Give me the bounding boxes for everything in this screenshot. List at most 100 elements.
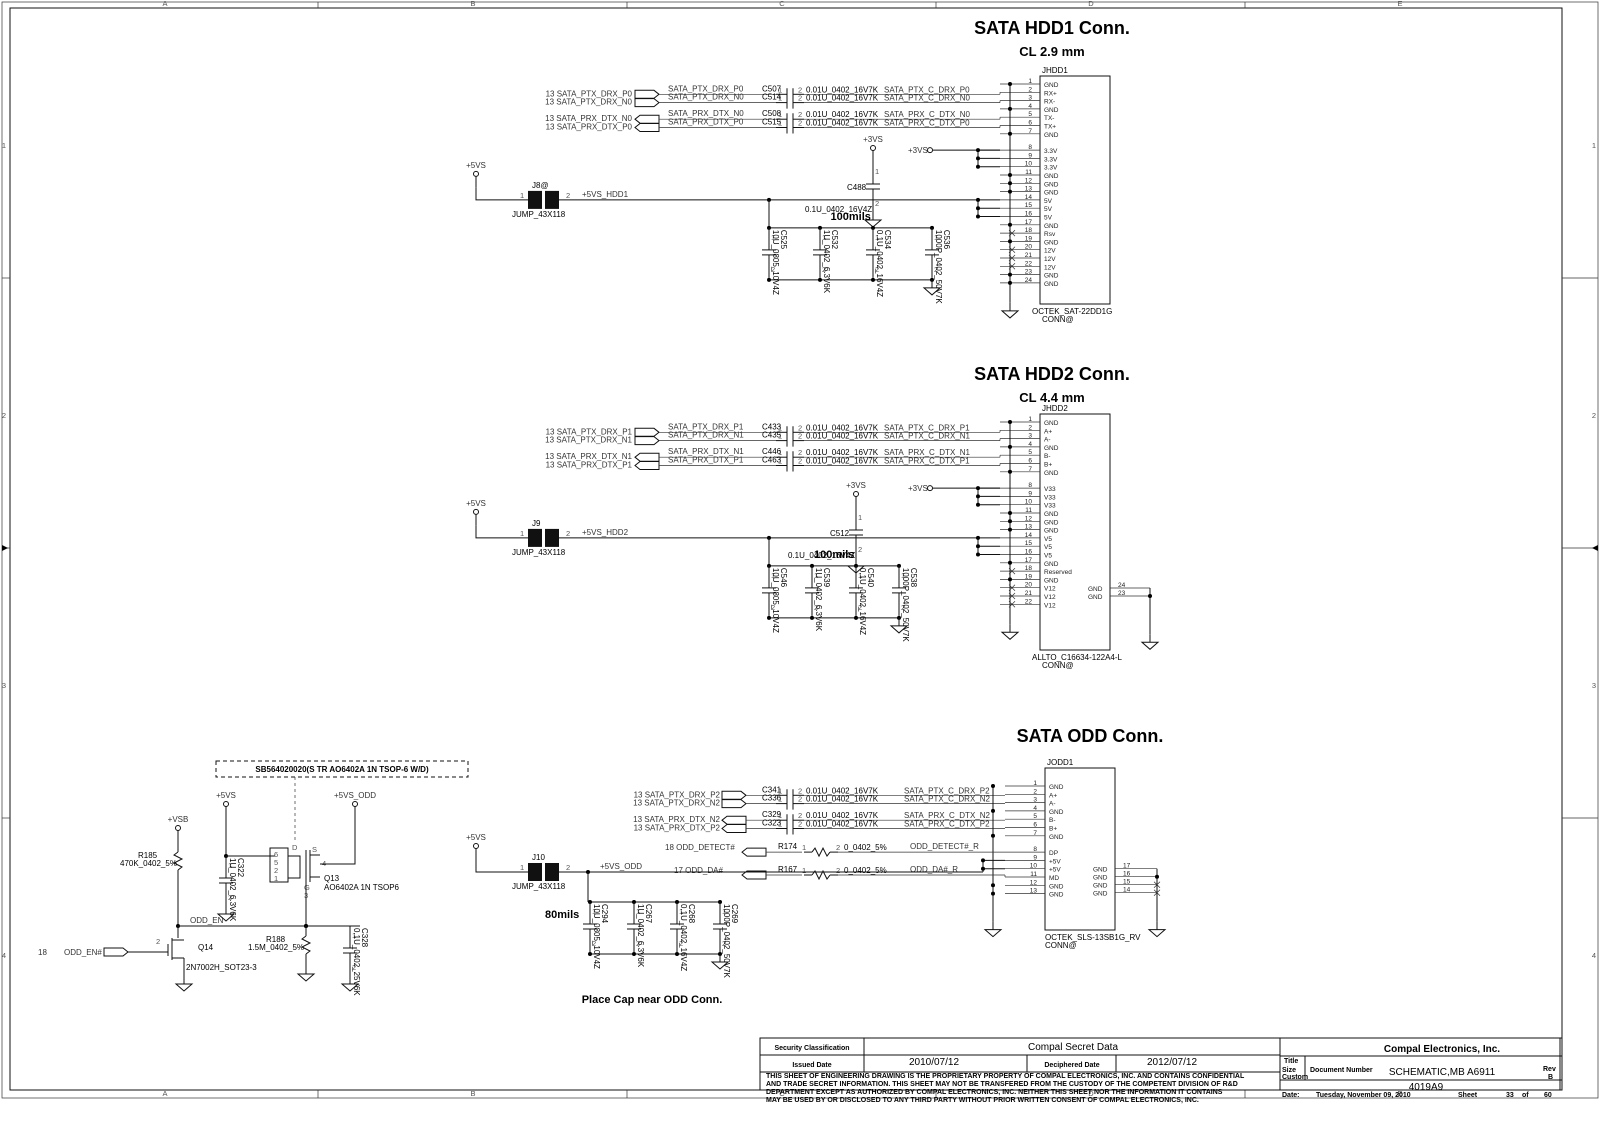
junction-dot	[991, 808, 995, 813]
pin-number: 2	[822, 265, 826, 274]
pin-number: 1	[778, 786, 782, 795]
pin-label: G	[304, 883, 310, 892]
deciphered-label: Deciphered Date	[1044, 1062, 1099, 1069]
power-net-label: +5VS_HDD1	[582, 190, 629, 199]
capacitor-value: 0.1U_0402_16V4Z	[805, 205, 872, 214]
capacitor-value: 0.1U_0402_16V4Z	[858, 568, 867, 635]
pin-number: 1	[822, 233, 826, 242]
pin-number: 19	[1025, 573, 1033, 580]
pin-name: GND	[1044, 470, 1059, 477]
offpage-connector	[721, 824, 747, 833]
capacitor-value: 1U_0402_6.3V6K	[822, 230, 831, 294]
signal-net-label: SATA_PTX_DRX_N1	[668, 431, 744, 440]
drawing-title: SCHEMATIC,MB A6911	[1389, 1067, 1496, 1078]
signal-net-label: SATA_PRX_DTX_N1	[668, 447, 744, 456]
capacitor-ref: C341	[762, 785, 782, 794]
pin-name: GND	[1049, 834, 1064, 841]
capacitor-ref: C540	[866, 568, 875, 588]
pin-number: 24	[1025, 277, 1033, 284]
connector-ref: JHDD2	[1042, 404, 1068, 413]
junction-dot	[1008, 82, 1012, 86]
pin-name: 12V	[1044, 256, 1056, 263]
pin-number: 2	[836, 843, 840, 852]
junction-dot	[976, 486, 980, 491]
junction-dot	[976, 206, 980, 211]
ground-triangle	[863, 219, 883, 228]
ground-triangle	[1000, 631, 1020, 640]
pin-number: 1	[778, 432, 782, 441]
pin-number: 1	[778, 811, 782, 820]
pin-name: GND	[1044, 281, 1059, 288]
column-label: D	[1088, 1089, 1094, 1098]
junction-dot	[1008, 280, 1012, 285]
pin-number: 1	[875, 233, 879, 242]
jumper-pad	[528, 863, 542, 881]
rail-terminal	[927, 147, 933, 154]
signal-input-label: 13 SATA_PTX_DRX_P2	[634, 790, 721, 799]
connector-ref: JODD1	[1047, 758, 1074, 767]
confidential-notice: MAY BE USED BY OR DISCLOSED TO ANY THIRD…	[766, 1097, 1199, 1104]
ground-symbol	[983, 921, 1003, 938]
pin-number: 1	[778, 423, 782, 432]
row-label: 3	[2, 681, 6, 690]
signal-input-label: 13 SATA_PRX_DTX_N1	[545, 452, 632, 461]
capacitor-value: 0.01U_0402_16V7K	[806, 820, 879, 829]
capacitor-ref: C446	[762, 447, 782, 456]
ground-symbol	[296, 966, 316, 982]
pin-name: GND	[1044, 239, 1059, 246]
junction-dot	[1155, 874, 1159, 879]
section-title: SATA ODD Conn.	[1017, 726, 1164, 746]
pin-name: +5V	[1049, 858, 1061, 865]
capacitor-ref: C463	[762, 456, 782, 465]
pin-name: GND	[1044, 107, 1059, 114]
junction-dot	[976, 535, 980, 540]
title-label: Title	[1284, 1058, 1298, 1065]
capacitor-value: 0.1U_0402_25V6K	[352, 928, 361, 996]
pin-number: 6	[1028, 120, 1032, 127]
signal-input-label: 13 SATA_PRX_DTX_N0	[545, 114, 632, 123]
pin-number: 17	[1025, 219, 1033, 226]
ground-triangle	[296, 973, 316, 982]
junction-dot	[976, 494, 980, 499]
capacitor-value: 1U_0402_6.3V6K	[814, 568, 823, 632]
power-rail-label: +5VS_ODD	[334, 791, 376, 800]
size-label: Size	[1282, 1067, 1296, 1074]
pin-number: 2	[798, 820, 802, 829]
capacitor-ref: C268	[687, 904, 696, 924]
pin-name: 12V	[1044, 264, 1056, 271]
pin-name: V5	[1044, 536, 1052, 543]
junction-dot	[976, 164, 980, 169]
pin-number: 2	[771, 603, 775, 612]
pin-name: DP	[1049, 850, 1058, 857]
decoupling-capacitor: 12	[849, 508, 863, 558]
pin-name: GND	[1044, 561, 1059, 568]
rail-terminal	[927, 485, 933, 492]
signal-input-label: 13 SATA_PRX_DTX_P2	[634, 824, 721, 833]
capacitor-ref: C525	[779, 230, 788, 250]
jumper-pad	[528, 528, 542, 547]
pin-name: GND	[1093, 875, 1108, 882]
pin-name: V33	[1044, 494, 1056, 501]
signal-input-label: ODD_EN#	[64, 948, 102, 957]
jumper-part: JUMP_43X118	[512, 882, 566, 891]
pin-number: 2	[1028, 86, 1032, 93]
pin-number: 5	[1028, 449, 1032, 456]
pin-name: GND	[1044, 173, 1059, 180]
mosfet-ref: Q13	[324, 874, 340, 883]
pin-number: 9	[1033, 854, 1037, 861]
offpage-connector	[721, 799, 747, 809]
junction-dot	[1008, 420, 1012, 424]
junction-dot	[1008, 560, 1012, 565]
capacitor-ref: C269	[730, 904, 739, 924]
pin-name: GND	[1093, 867, 1108, 874]
signal-net-label: SATA_PTX_DRX_P0	[668, 84, 744, 93]
pin-number: 2	[798, 423, 802, 432]
junction-dot	[767, 277, 771, 282]
